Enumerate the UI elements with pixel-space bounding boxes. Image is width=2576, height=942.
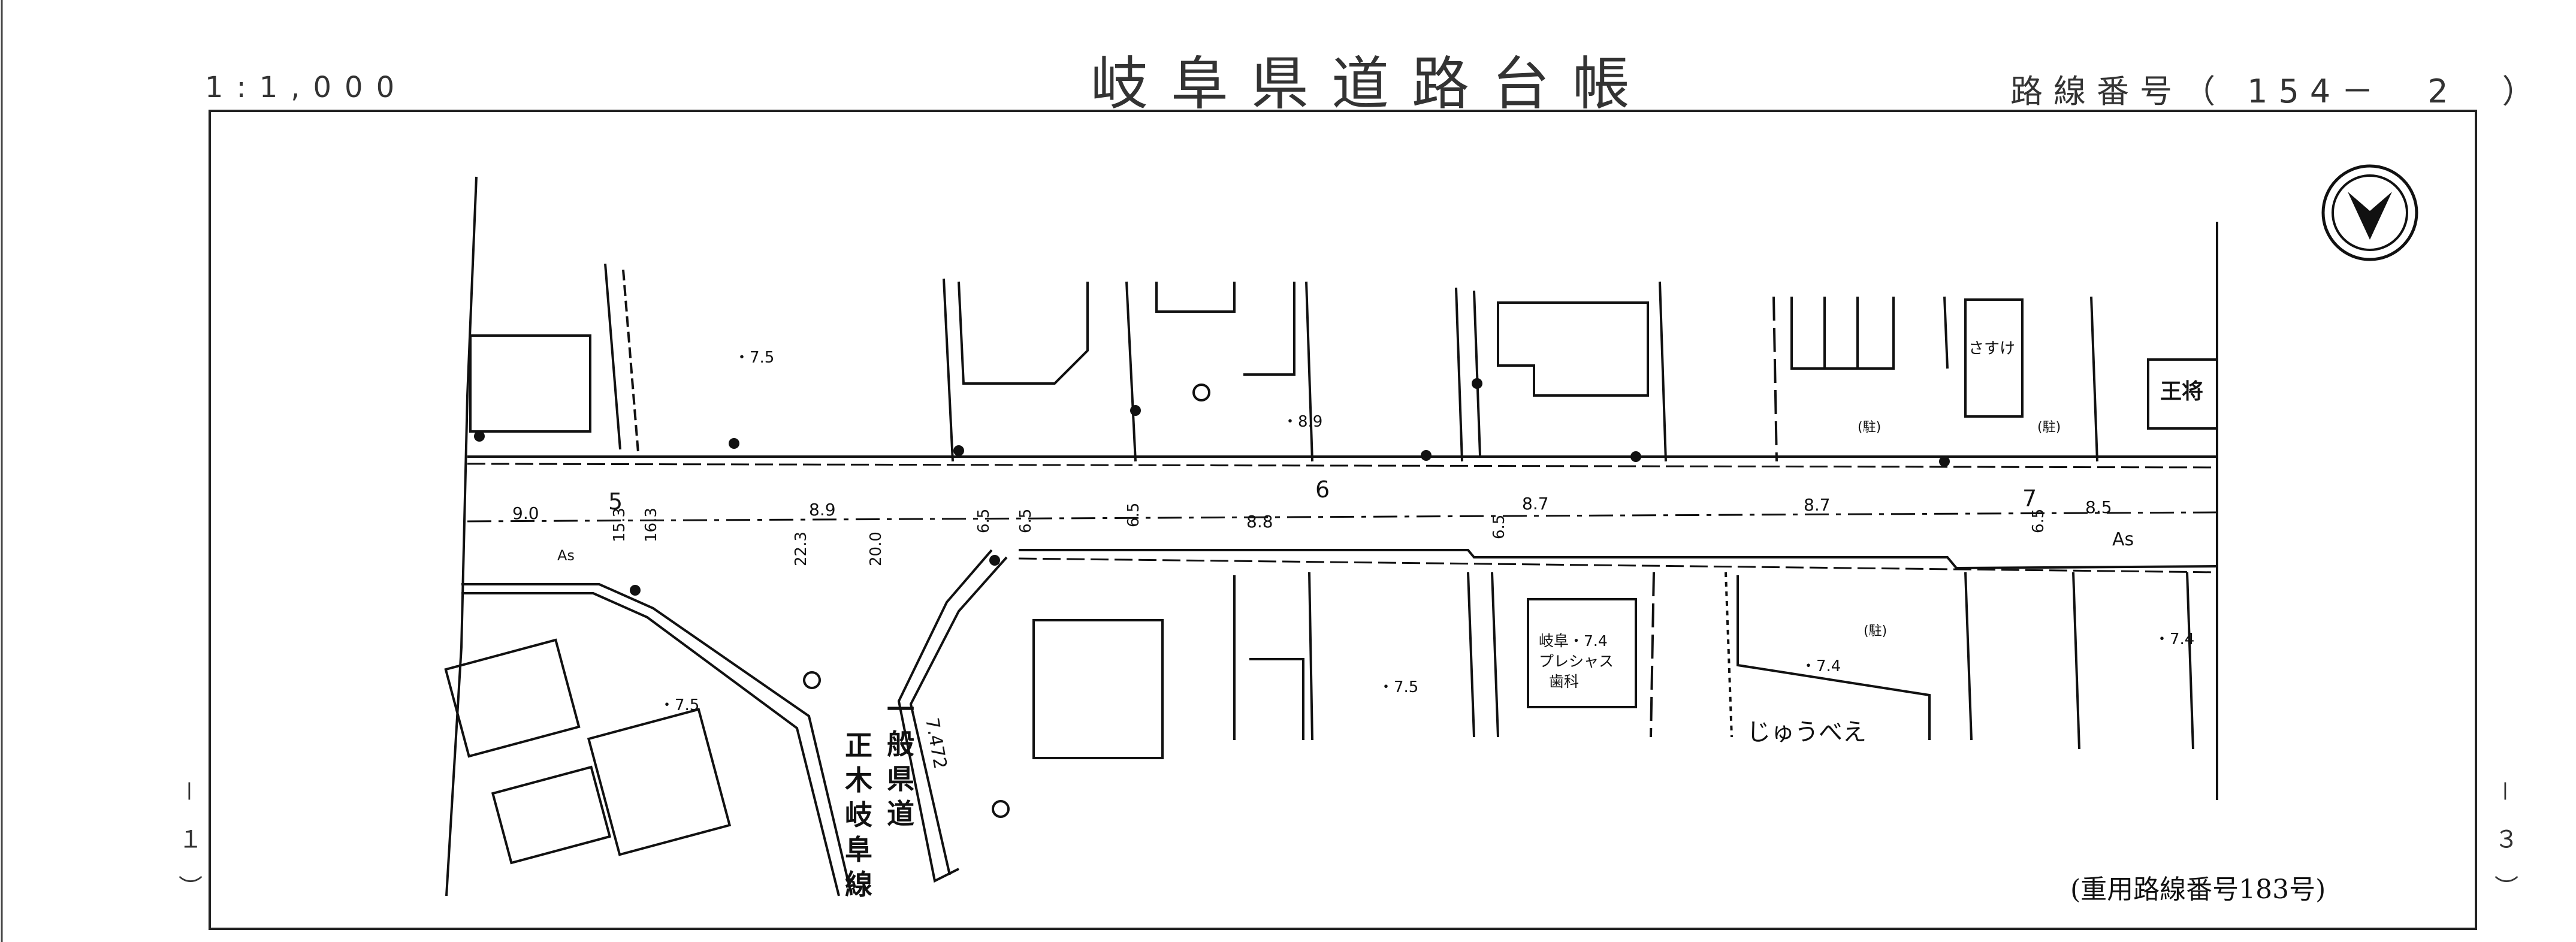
building-center-south <box>1032 619 1164 759</box>
map-scale: 1:1,000 <box>205 71 408 104</box>
width-label: 22.3 <box>792 532 810 566</box>
building-sasuke <box>1964 298 2024 418</box>
width-label: 6.5 <box>1125 503 1143 527</box>
map-frame <box>209 110 2477 930</box>
road-elevation-label: 8.8 <box>1246 512 1273 532</box>
road-name-char: 県 <box>887 763 914 795</box>
width-label: 6.5 <box>1490 515 1508 539</box>
building-label-clinic: 歯科 <box>1549 673 1579 690</box>
elevation-label: ・7.5 <box>659 696 699 714</box>
width-label: 6.5 <box>1017 509 1035 533</box>
elevation-label: ・7.4 <box>2154 630 2194 648</box>
page-marker-left: －１） <box>174 779 202 923</box>
station-label: 7 <box>2022 485 2037 512</box>
building-sw-1 <box>444 638 581 758</box>
road-name-char: 道 <box>887 798 914 830</box>
road-name-char: 正 <box>845 729 872 762</box>
surface-label: As <box>2112 529 2134 550</box>
reference-route-number: (重用路線番号183号) <box>2070 874 2326 905</box>
main-road-centerline <box>467 511 2218 523</box>
elevation-label: 7.472 <box>921 716 950 771</box>
ledger-title: 岐阜県道路台帳 <box>1091 50 1653 117</box>
station-label: 6 <box>1315 476 1330 503</box>
surface-label: As <box>557 547 575 564</box>
building-label-clinic: プレシャス <box>1539 653 1614 670</box>
building-sw-2 <box>491 765 612 865</box>
building-parking-lines <box>1790 297 1895 369</box>
building-ousho <box>2147 358 2218 430</box>
road-elevation-label: 8.5 <box>2085 497 2112 517</box>
width-label: 20.0 <box>867 532 885 566</box>
elevation-label: ・7.5 <box>1378 678 1418 696</box>
building-label-sasuke: さすけ <box>1968 340 2015 358</box>
road-elevation-label: 9.0 <box>512 503 539 523</box>
building-sw-3 <box>587 708 732 856</box>
road-elevation-label: 8.7 <box>1522 494 1549 514</box>
parking-label: (駐) <box>1864 624 1887 639</box>
road-name-char: 般 <box>887 728 914 760</box>
building-label-clinic: 岐阜・7.4 <box>1539 632 1608 650</box>
road-name-char: 阜 <box>845 834 872 866</box>
width-label: 16.3 <box>642 508 660 542</box>
road-name-char: 線 <box>845 868 872 901</box>
road-elevation-label: 8.9 <box>809 500 836 520</box>
building-label-juubee: じゅうべえ <box>1747 718 1867 746</box>
route-number: 路線番号（ 154－ 2 ） <box>2010 73 2545 110</box>
width-label: 15.3 <box>611 508 629 542</box>
road-elevation-label: 8.7 <box>1804 495 1831 515</box>
north-arrow-icon <box>2321 164 2418 261</box>
parking-label: (駐) <box>1858 420 1881 435</box>
elevation-label: ・7.4 <box>1801 657 1841 675</box>
station-label: 5 <box>608 488 623 515</box>
road-name-char: 木 <box>845 764 872 796</box>
road-name-char: 一 <box>887 693 914 726</box>
width-label: 6.5 <box>2030 509 2047 533</box>
width-label: 6.5 <box>975 509 993 533</box>
building-nw <box>469 334 591 433</box>
main-road-south-edge <box>1019 549 2218 570</box>
building-clinic <box>1527 598 1637 708</box>
side-road-east-edge <box>897 549 993 883</box>
parking-label: (駐) <box>2037 420 2061 435</box>
page-marker-right: －３） <box>2490 779 2518 923</box>
building-ne-1 <box>1497 301 1649 397</box>
map-cut-left <box>445 176 478 896</box>
building-label-ousho: 王将 <box>2160 379 2203 404</box>
side-road-west-edge <box>461 583 852 893</box>
road-name-char: 岐 <box>845 799 872 831</box>
elevation-label: ・7.5 <box>734 349 774 367</box>
elevation-label: ・8.9 <box>1282 413 1322 431</box>
